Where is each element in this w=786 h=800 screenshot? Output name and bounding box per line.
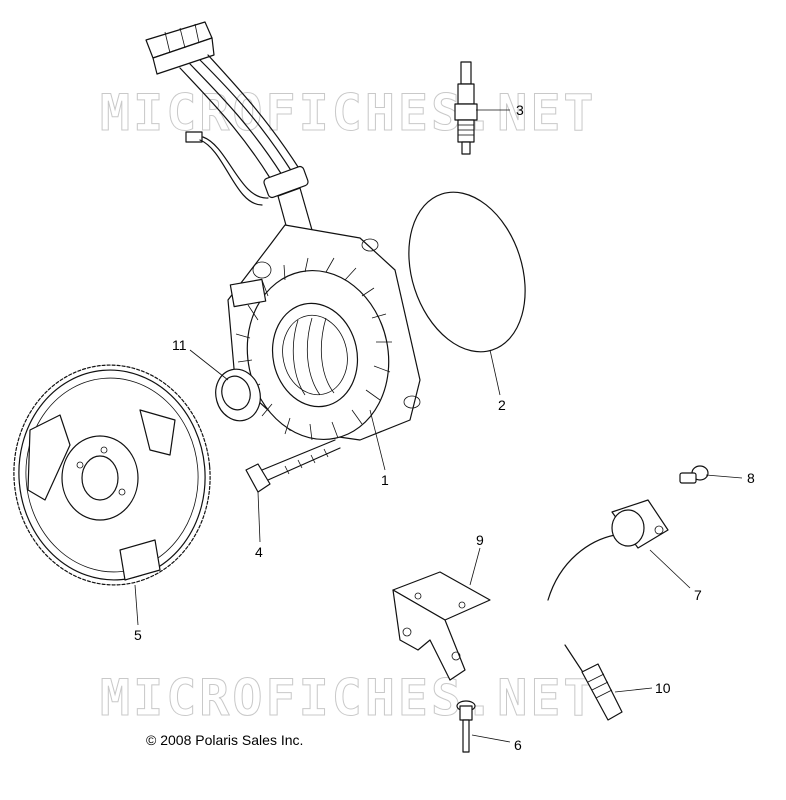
callout-8: 8 xyxy=(747,470,755,486)
callout-4: 4 xyxy=(255,544,263,560)
callout-5: 5 xyxy=(134,627,142,643)
callout-11: 11 xyxy=(172,337,187,353)
callout-3: 3 xyxy=(516,102,524,118)
stator-bolt xyxy=(245,439,341,493)
seal xyxy=(215,368,261,422)
callout-10: 10 xyxy=(655,680,671,696)
callout-1: 1 xyxy=(381,472,389,488)
callout-6: 6 xyxy=(514,737,522,753)
callout-7: 7 xyxy=(694,587,702,603)
flywheel xyxy=(13,364,211,586)
small-bolt xyxy=(679,465,709,484)
callout-9: 9 xyxy=(476,532,484,548)
callout-2: 2 xyxy=(498,397,506,413)
pin xyxy=(456,700,476,753)
copyright-notice: © 2008 Polaris Sales Inc. xyxy=(146,732,303,748)
watermark-top: MICROFICHES.NET xyxy=(100,84,597,142)
stator-assembly xyxy=(145,21,421,441)
leader-lines xyxy=(134,109,743,743)
mounting-bracket xyxy=(392,571,491,681)
spark-plug xyxy=(454,61,478,155)
gasket xyxy=(408,191,526,353)
temperature-probe xyxy=(564,644,623,721)
watermark-bottom: MICROFICHES.NET xyxy=(100,669,597,727)
speed-sensor xyxy=(547,499,669,601)
